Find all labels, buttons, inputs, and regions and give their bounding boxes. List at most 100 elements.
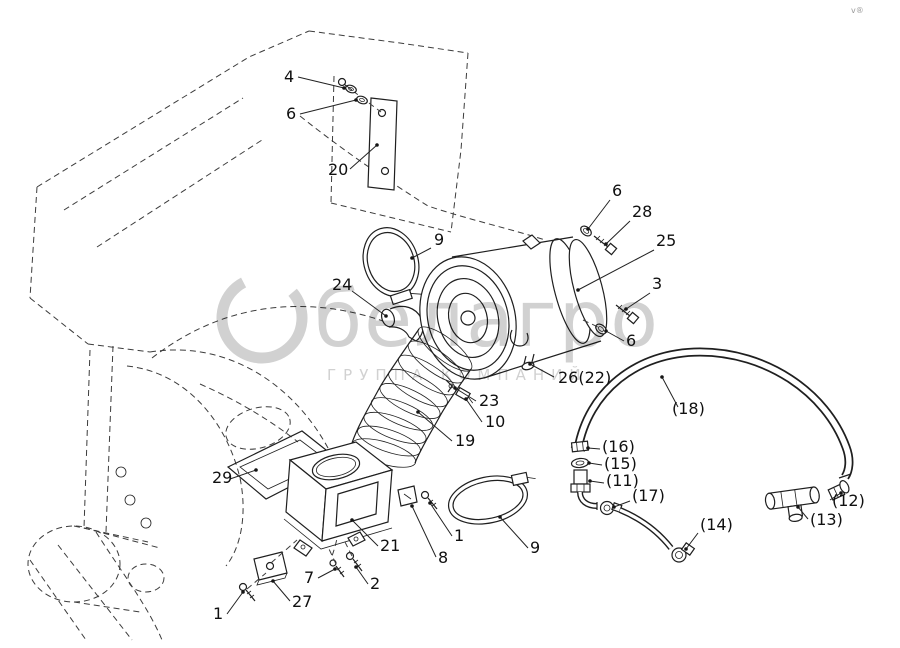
leader-line bbox=[685, 532, 699, 550]
callout-label: (15) bbox=[604, 454, 637, 473]
callout-1: 1 bbox=[428, 501, 464, 545]
leader-dot bbox=[241, 590, 245, 594]
callout-label: (16) bbox=[602, 437, 635, 456]
callout-24: 24 bbox=[332, 275, 388, 318]
watermark-logo-icon bbox=[216, 272, 308, 364]
leader-dot bbox=[354, 565, 358, 569]
callout-label: 1 bbox=[454, 526, 464, 545]
watermark-brand: белагро bbox=[314, 275, 660, 365]
callout-14: (14) bbox=[684, 515, 733, 551]
leader-line bbox=[297, 76, 345, 89]
mounting-plate-assembly bbox=[337, 77, 398, 191]
callout-label: 23 bbox=[479, 391, 499, 410]
clamp-bracket bbox=[445, 379, 454, 393]
leader-line bbox=[529, 363, 555, 378]
callout-label: 6 bbox=[626, 331, 636, 350]
leader-line bbox=[625, 292, 651, 310]
plate-27 bbox=[253, 551, 288, 586]
corner-mark: v® bbox=[851, 6, 864, 15]
callout-3: 3 bbox=[624, 274, 662, 311]
leader-dot bbox=[604, 242, 608, 246]
callout-label: 7 bbox=[304, 568, 314, 587]
leader-dot bbox=[839, 491, 843, 495]
leader-line bbox=[587, 447, 601, 450]
chassis-dashed-outline bbox=[27, 30, 546, 641]
callout-20: 20 bbox=[328, 143, 379, 179]
callout-1: 1 bbox=[213, 590, 245, 623]
callout-8: 8 bbox=[410, 504, 448, 567]
air-filter-canister bbox=[419, 234, 608, 404]
intake-duct-box bbox=[283, 441, 394, 557]
plate-8 bbox=[397, 485, 418, 507]
callout-label: 9 bbox=[530, 538, 540, 557]
leader-dot bbox=[375, 143, 379, 147]
callout-10: 10 bbox=[464, 397, 505, 431]
callout-29: 29 bbox=[212, 468, 258, 487]
washer-icon bbox=[356, 95, 368, 105]
elbow-fitting bbox=[570, 469, 598, 510]
leader-line bbox=[229, 469, 257, 480]
hose-clamp-bottom bbox=[447, 471, 536, 525]
callout-label: 20 bbox=[328, 160, 348, 179]
leader-line bbox=[605, 330, 625, 342]
watermark-subtitle: ГРУППА КОМПАНИЙ bbox=[327, 365, 588, 384]
leader-dot bbox=[498, 515, 502, 519]
leader-dot bbox=[271, 579, 275, 583]
leader-dot bbox=[684, 547, 688, 551]
leader-line bbox=[605, 220, 631, 245]
callout-label: (14) bbox=[700, 515, 733, 534]
leader-dot bbox=[333, 567, 337, 571]
leader-line bbox=[272, 580, 291, 602]
leader-dot bbox=[796, 505, 800, 509]
screw-icon bbox=[238, 582, 256, 602]
leader-line bbox=[411, 505, 437, 558]
leader-line bbox=[351, 519, 379, 547]
leader-line bbox=[589, 480, 605, 484]
leader-line bbox=[226, 591, 244, 615]
callout-17: (17) bbox=[612, 486, 665, 509]
leader-line bbox=[355, 566, 369, 585]
bolt-icon bbox=[593, 235, 618, 256]
callout-2: 2 bbox=[354, 565, 380, 593]
leader-dot bbox=[416, 410, 420, 414]
hose-fittings bbox=[570, 440, 696, 563]
leader-dot bbox=[624, 307, 628, 311]
leader-line bbox=[299, 99, 357, 115]
callout-label: (13) bbox=[810, 510, 843, 529]
callout-label: 29 bbox=[212, 468, 232, 487]
leader-line bbox=[577, 249, 655, 291]
callout-23: 23 bbox=[453, 386, 499, 410]
leader-dot bbox=[354, 98, 358, 102]
corrugated-hose bbox=[351, 326, 473, 468]
callout-label: 28 bbox=[632, 202, 652, 221]
callout-label: 9 bbox=[434, 230, 444, 249]
leader-dot bbox=[384, 314, 388, 318]
leader-dot bbox=[428, 501, 432, 505]
callout-27: 27 bbox=[271, 579, 312, 611]
callout-label: 27 bbox=[292, 592, 312, 611]
callout-16: (16) bbox=[586, 437, 635, 456]
leader-dot bbox=[576, 288, 580, 292]
leader-line bbox=[411, 247, 432, 259]
callout-label: 26(22) bbox=[558, 368, 611, 387]
leader-line bbox=[349, 144, 378, 170]
callout-19: 19 bbox=[416, 410, 475, 450]
hose-clamp-top bbox=[362, 227, 422, 306]
callout-6: 6 bbox=[286, 98, 358, 123]
callout-11: (11) bbox=[588, 471, 639, 490]
callout-label: 25 bbox=[656, 231, 676, 250]
callout-label: (11) bbox=[606, 471, 639, 490]
nut-icon bbox=[570, 440, 590, 453]
leader-dot bbox=[464, 397, 468, 401]
callout-label: 6 bbox=[286, 104, 296, 123]
callout-7: 7 bbox=[304, 567, 337, 587]
leader-line bbox=[417, 411, 453, 442]
callout-label: 2 bbox=[370, 574, 380, 593]
leader-line bbox=[613, 500, 631, 508]
union-nut bbox=[827, 480, 850, 501]
callout-18: (18) bbox=[660, 375, 705, 418]
callout-label: 21 bbox=[380, 536, 400, 555]
leader-line bbox=[829, 492, 842, 501]
